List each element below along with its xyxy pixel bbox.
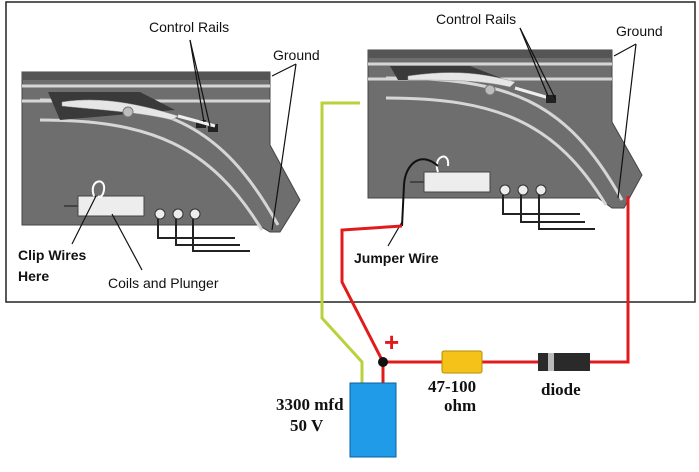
left-turnout-top-edge [22, 72, 270, 80]
left-point-blade [61, 99, 179, 121]
right-control-rails-leader-1 [519, 27, 557, 101]
right-ground-leader-1 [613, 43, 637, 57]
left-turnout [21, 39, 301, 271]
capacitor-circuit [320, 101, 630, 458]
right-control-rails-label: Control Rails [436, 11, 516, 27]
right-control-rail-insulator-1 [546, 95, 556, 103]
diode-body [538, 353, 590, 371]
diode [538, 353, 590, 371]
left-ground-label: Ground [273, 47, 320, 63]
capacitor [349, 382, 397, 458]
capacitor-label-line1: 3300 mfd [276, 395, 344, 414]
right-pivot [484, 84, 496, 96]
left-terminal-1 [154, 208, 166, 220]
diode-label: diode [541, 380, 581, 399]
red-jumper-wire [340, 224, 403, 363]
left-clip-wires-leader [71, 195, 97, 245]
left-terminal-wire-1 [157, 219, 235, 239]
left-control-rail-segment [177, 114, 216, 128]
left-coils-leader [111, 213, 143, 271]
right-point-blade [407, 72, 516, 88]
left-terminal-2 [172, 208, 184, 220]
right-terminal-wire-1 [502, 195, 580, 215]
right-jumper-clip-loop [435, 155, 450, 173]
red-wire-to-ground [590, 196, 630, 364]
right-turnout [367, 27, 643, 247]
right-terminal-wire-2 [520, 195, 585, 223]
left-terminal-wire-3 [192, 219, 250, 252]
left-curved-rail-2 [39, 118, 264, 231]
junction-dot [378, 357, 388, 367]
right-jumper-wire [401, 158, 439, 227]
plus-sign: + [384, 327, 399, 357]
clip-wires-label-line2: Here [18, 268, 49, 284]
clip-wires-label-line1: Clip Wires [18, 247, 87, 263]
right-ground-leader-2 [617, 43, 637, 199]
left-ground-leader-2 [271, 63, 297, 231]
left-control-rail-insulator-2 [208, 124, 218, 132]
capacitor-label-line2: 50 V [290, 416, 324, 435]
illustration-frame [5, 1, 696, 303]
right-terminal-wire-3 [538, 195, 595, 230]
right-terminal-2 [517, 184, 529, 196]
right-coil-housing [423, 171, 491, 193]
left-control-rails-leader-1 [189, 39, 211, 127]
right-terminal-1 [499, 184, 511, 196]
diode-cathode-band [548, 353, 554, 371]
left-control-rails-leader-2 [189, 39, 205, 123]
left-ground-leader-1 [271, 63, 297, 77]
green-wire [320, 101, 364, 383]
left-clip-wire-loop [91, 180, 106, 198]
left-control-rails-label: Control Rails [149, 19, 229, 35]
jumper-wire-label: Jumper Wire [354, 250, 439, 266]
left-pivot [122, 106, 134, 118]
right-control-rails-leader-2 [519, 27, 549, 97]
resistor [441, 350, 483, 374]
right-terminal-3 [535, 184, 547, 196]
resistor-label-line2: ohm [444, 396, 476, 415]
right-ground-label: Ground [616, 23, 663, 39]
resistor-label-line1: 47-100 [428, 377, 476, 396]
coils-and-plunger-label: Coils and Plunger [108, 275, 219, 291]
left-control-rail-insulator-1 [196, 120, 206, 128]
left-terminal-wire-2 [175, 219, 240, 246]
left-terminal-3 [189, 208, 201, 220]
right-curved-rail-2 [385, 96, 608, 206]
right-turnout-top-edge [368, 50, 612, 58]
